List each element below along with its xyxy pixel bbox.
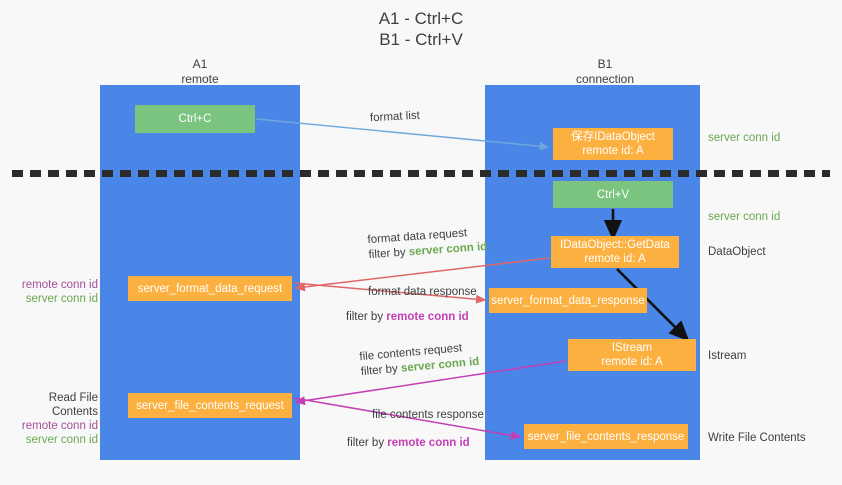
label-dataobject: DataObject	[708, 246, 766, 258]
filter-value-remote-conn-id: remote conn id	[386, 311, 469, 323]
label-server-conn-id-mid: server conn id	[708, 211, 781, 223]
annotation-format-data-request: format data request filter by server con…	[367, 225, 488, 263]
annotation-file-contents-response: file contents response	[372, 409, 484, 421]
column-header-b1: B1 connection	[575, 57, 635, 86]
label-server-conn-id-top: server conn id	[708, 132, 781, 144]
box-istream[interactable]: IStream remote id: A	[568, 339, 696, 371]
box-saved-idataobject[interactable]: 保存IDataObject remote id: A	[553, 128, 673, 160]
column-header-a1: A1 remote	[181, 57, 219, 86]
box-server-format-data-request-label: server_format_data_request	[137, 282, 283, 295]
box-istream-line1: IStream	[611, 342, 653, 354]
label-read-file-contents: Read File Contents	[48, 392, 98, 418]
filter-prefix: filter by	[368, 246, 410, 262]
annotation-format-data-response-filter: filter by remote conn id	[338, 310, 477, 325]
box-idataobject-getdata-line1: IDataObject::GetData	[560, 239, 670, 251]
label-server-conn-id-1: server conn id	[25, 293, 98, 305]
box-server-file-contents-request[interactable]: server_file_contents_request	[128, 393, 292, 418]
filter-prefix: filter by	[360, 362, 402, 379]
annotation-format-data-response: format data response filter by remote co…	[338, 285, 477, 325]
annotation-file-contents-response-filter: filter by remote conn id	[347, 436, 470, 451]
box-idataobject-getdata[interactable]: IDataObject::GetData remote id: A	[551, 236, 679, 268]
boundary-divider	[12, 170, 830, 177]
box-idataobject-getdata-line2: remote id: A	[584, 253, 646, 265]
box-saved-idataobject-line2: remote id: A	[582, 145, 644, 157]
label-server-conn-id-2: server conn id	[25, 434, 98, 446]
box-istream-line2: remote id: A	[601, 356, 663, 368]
label-left-conn-ids-2: Read File Contents remote conn id server…	[8, 391, 98, 447]
box-ctrl-c-label: Ctrl+C	[178, 113, 212, 125]
annotation-file-contents-request: file contents request filter by server c…	[359, 340, 480, 380]
page-title: A1 - Ctrl+C B1 - Ctrl+V	[378, 9, 464, 49]
box-server-format-data-request[interactable]: server_format_data_request	[128, 276, 292, 301]
label-remote-conn-id-2: remote conn id	[21, 420, 98, 432]
label-write-file-contents: Write File Contents	[708, 432, 806, 444]
box-saved-idataobject-line1: 保存IDataObject	[571, 131, 655, 143]
box-server-format-data-response-label: server_format_data_response	[491, 294, 645, 307]
box-ctrl-v[interactable]: Ctrl+V	[553, 181, 673, 208]
filter-prefix: filter by	[346, 311, 387, 323]
box-ctrl-v-label: Ctrl+V	[596, 188, 630, 201]
box-server-file-contents-response[interactable]: server_file_contents_response	[524, 424, 688, 449]
filter-value-remote-conn-id: remote conn id	[387, 437, 470, 449]
label-istream: Istream	[708, 350, 747, 362]
box-server-file-contents-response-label: server_file_contents_response	[527, 430, 685, 443]
filter-value-server-conn-id: server conn id	[408, 240, 488, 259]
box-server-file-contents-request-label: server_file_contents_request	[136, 399, 284, 412]
label-left-conn-ids-1: remote conn id server conn id	[8, 278, 98, 306]
label-remote-conn-id-1: remote conn id	[21, 279, 98, 291]
annotation-format-list: format list	[369, 109, 421, 125]
annotation-format-data-response-title: format data response	[368, 286, 477, 298]
filter-prefix: filter by	[347, 437, 388, 449]
box-ctrl-c[interactable]: Ctrl+C	[135, 105, 255, 133]
box-server-format-data-response[interactable]: server_format_data_response	[489, 288, 647, 313]
